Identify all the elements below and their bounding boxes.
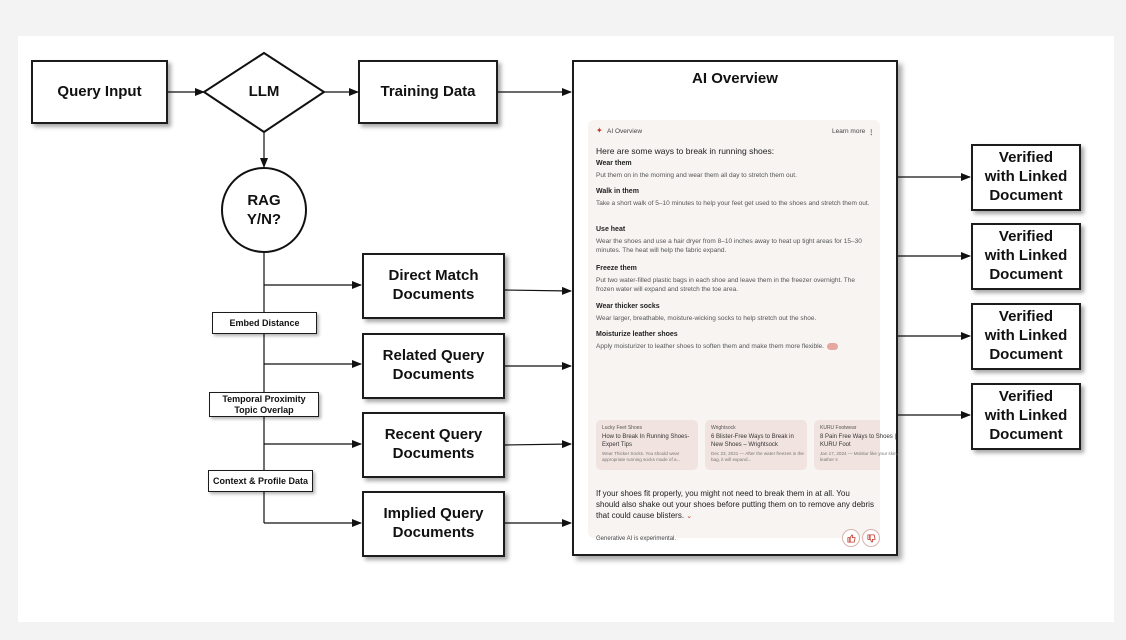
section-body: Take a short walk of 5–10 minutes to hel… [596,200,870,207]
direct-match-node: Direct Match Documents [362,253,505,319]
recent-query-node: Recent Query Documents [362,412,505,478]
verified-node-2: Verified with Linked Document [971,223,1081,290]
thumbs-up-icon[interactable] [842,529,860,547]
thumbs-down-icon[interactable] [862,529,880,547]
source-snippet: Wear Thicker Socks. You should wear appr… [602,451,681,463]
verified-node-4: Verified with Linked Document [971,383,1081,450]
context-profile-node: Context & Profile Data [208,470,313,492]
learn-more-link[interactable]: Learn more [832,128,866,135]
source-title: How to Break In Running Shoes- Expert Ti… [602,434,690,448]
source-site: Lucky Feet Shoes [602,425,643,431]
source-card[interactable]: Wrightsock 6 Blister-Free Ways to Break … [705,420,807,470]
section-heading: Walk in them [596,188,639,195]
llm-diamond [202,51,326,134]
section-heading: Freeze them [596,265,637,272]
source-site: Wrightsock [711,425,736,431]
rag-label: RAG Y/N? [246,192,282,228]
section-body: Apply moisturizer to leather shoes to so… [596,342,872,351]
chevron-up-icon[interactable] [826,342,838,350]
arrow-direct-to-overview [504,286,572,295]
section-heading: Use heat [596,226,626,233]
sparkle-icon: ✦ [596,126,603,135]
section-body: Wear the shoes and use a hair dryer from… [596,238,862,255]
section-body-text: Apply moisturizer to leather shoes to so… [596,343,824,350]
section-body: Put them on in the morning and wear them… [596,172,797,179]
source-site: KURU Footwear [820,425,857,431]
arrow-recent-to-overview [504,440,572,449]
section-heading: Wear thicker socks [596,303,660,310]
llm-label: LLM [248,83,280,100]
tail-text: If your shoes fit properly, you might no… [596,489,874,521]
source-card[interactable]: Lucky Feet Shoes How to Break In Running… [596,420,698,470]
overview-intro: Here are some ways to break in running s… [596,146,775,156]
overview-tail-text: If your shoes fit properly, you might no… [596,488,874,522]
ai-overview-panel: AI Overview ✦ AI Overview Learn more ⋮ H… [572,60,898,556]
temporal-proximity-node: Temporal Proximity Topic Overlap [209,392,319,417]
section-body: Put two water-filled plastic bags in eac… [596,277,855,294]
overview-header-label: AI Overview [607,128,643,135]
source-snippet: Jan 17, 2024 — Moistur like your skin, l… [820,451,898,463]
more-vert-icon[interactable]: ⋮ [868,129,875,136]
verified-node-3: Verified with Linked Document [971,303,1081,370]
query-input-node: Query Input [31,60,168,124]
implied-query-node: Implied Query Documents [362,491,505,557]
source-title: 8 Pain Free Ways to Shoes | KURU Foot [820,434,897,448]
source-title: 6 Blister-Free Ways to Break in New Shoe… [711,434,794,448]
ai-overview-card: ✦ AI Overview Learn more ⋮ Here are some… [588,120,898,547]
section-body: Wear larger, breathable, moisture-wickin… [596,315,817,322]
section-heading: Moisturize leather shoes [596,331,678,338]
embed-distance-node: Embed Distance [212,312,317,334]
ai-overview-title: AI Overview [692,70,778,87]
training-data-node: Training Data [358,60,498,124]
overview-footer: Generative AI is experimental. [596,536,677,542]
section-heading: Wear them [596,160,632,167]
verified-node-1: Verified with Linked Document [971,144,1081,211]
chevron-down-icon[interactable]: ⌄ [686,513,693,521]
rag-circle [221,167,307,253]
source-card[interactable]: KURU Footwear 8 Pain Free Ways to Shoes … [814,420,898,470]
related-query-node: Related Query Documents [362,333,505,399]
source-snippet: Dec 23, 2021 — After the water freezes i… [711,451,804,463]
